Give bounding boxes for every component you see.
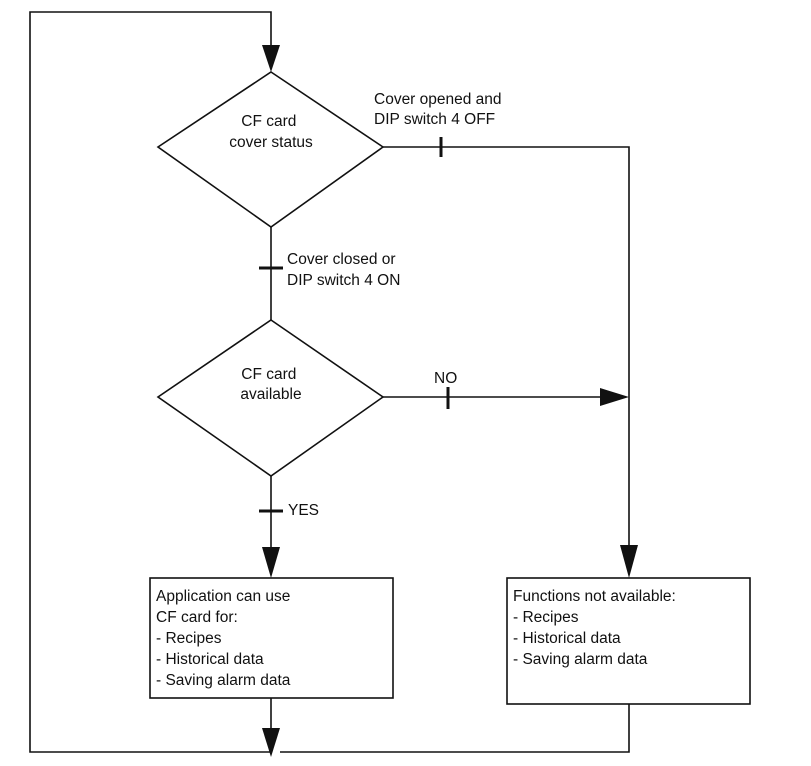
no-label: NO [434, 370, 457, 387]
decision-card-available-label: CF card available [240, 366, 301, 403]
arrow-into-cover-decision [262, 45, 280, 72]
yes-label: YES [288, 502, 319, 519]
application-exit-arrow [262, 728, 280, 757]
decision-cover-status-label: CF card cover status [229, 113, 313, 151]
application-box-text: Application can use CF card for: - Recip… [156, 588, 295, 689]
yes-arrow [262, 547, 280, 578]
cover-opened-label: Cover opened and DIP switch 4 OFF [374, 91, 506, 128]
not-available-box-text: Functions not available: - Recipes - His… [513, 588, 680, 668]
no-arrow [600, 388, 629, 406]
cover-opened-connector [383, 146, 630, 545]
arrow-into-not-available [620, 545, 638, 578]
cover-closed-label: Cover closed or DIP switch 4 ON [287, 251, 400, 289]
not-available-box [506, 577, 751, 705]
not-available-exit-connector [280, 704, 630, 753]
